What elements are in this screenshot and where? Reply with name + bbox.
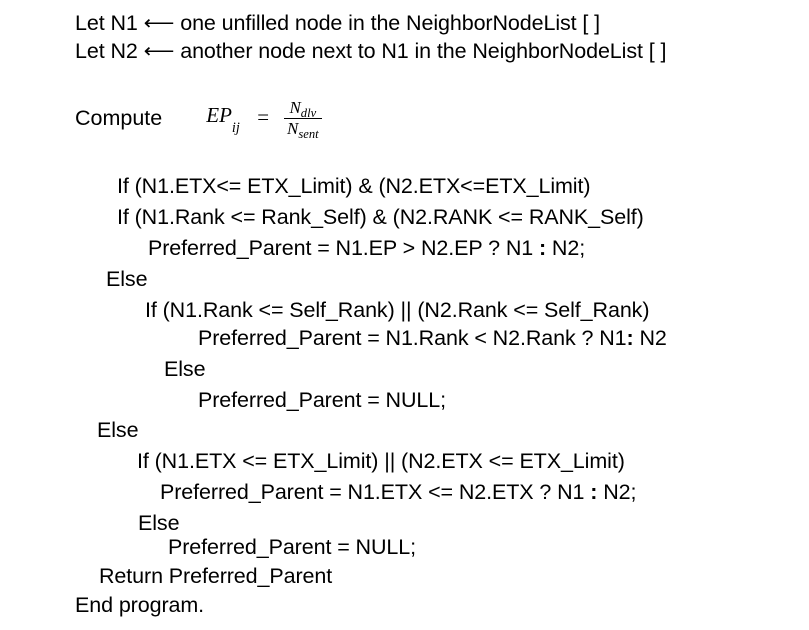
formula-lhs-base: EP: [206, 103, 232, 128]
preamble-line-2: Let N2 ⟵ another node next to N1 in the …: [75, 39, 667, 63]
assign-ep-ternary-colon: :: [539, 236, 547, 260]
assign-rank-ternary-colon: :: [626, 326, 634, 350]
code-line-assign-etx-ternary: Preferred_Parent = N1.ETX <= N2.ETX ? N1…: [160, 479, 636, 505]
fraction-bar: [284, 117, 322, 120]
numerator-base: N: [289, 98, 301, 117]
numerator-subscript: dlv: [300, 105, 317, 120]
compute-label: Compute: [75, 105, 163, 130]
code-line-assign-null-2: Preferred_Parent = NULL;: [168, 535, 416, 559]
code-line-else-2: Else: [164, 357, 206, 381]
assign-etx-ternary-head: Preferred_Parent = N1.ETX <= N2.ETX ? N1: [160, 480, 591, 504]
code-line-else-4: Else: [138, 511, 180, 535]
code-line-if-rank-or: If (N1.Rank <= Self_Rank) || (N2.Rank <=…: [145, 298, 650, 322]
assign-etx-ternary-colon: :: [590, 480, 598, 504]
code-line-else-3: Else: [97, 418, 139, 442]
fraction-numerator: Ndlv: [286, 98, 319, 120]
code-line-end-program: End program.: [75, 593, 205, 617]
assign-rank-ternary-tail: N2: [633, 326, 667, 350]
ep-formula: EPij = Ndlv Nsent: [206, 98, 322, 142]
formula-lhs-subscript: ij: [231, 119, 240, 136]
code-line-if-etx-or: If (N1.ETX <= ETX_Limit) || (N2.ETX <= E…: [137, 449, 625, 473]
formula-lhs: EPij: [206, 103, 240, 136]
assign-ep-ternary-head: Preferred_Parent = N1.EP > N2.EP ? N1: [148, 236, 539, 260]
code-line-if-rank-and: If (N1.Rank <= Rank_Self) & (N2.RANK <= …: [117, 205, 644, 229]
preamble-line-1: Let N1 ⟵ one unfilled node in the Neighb…: [75, 11, 601, 35]
code-line-assign-null-1: Preferred_Parent = NULL;: [198, 388, 446, 412]
formula-equals-sign: =: [255, 105, 271, 130]
formula-fraction: Ndlv Nsent: [284, 98, 322, 142]
code-line-return: Return Preferred_Parent: [99, 564, 333, 588]
code-line-assign-ep-ternary: Preferred_Parent = N1.EP > N2.EP ? N1 : …: [148, 235, 585, 261]
assign-ep-ternary-tail: N2;: [546, 236, 586, 260]
denominator-base: N: [287, 119, 299, 139]
assign-rank-ternary-head: Preferred_Parent = N1.Rank < N2.Rank ? N…: [198, 326, 627, 350]
code-line-assign-rank-ternary: Preferred_Parent = N1.Rank < N2.Rank ? N…: [198, 325, 667, 351]
fraction-denominator: Nsent: [284, 119, 322, 142]
compute-row: Compute EPij = Ndlv Nsent: [75, 98, 322, 142]
code-line-if-etx-and: If (N1.ETX<= ETX_Limit) & (N2.ETX<=ETX_L…: [117, 174, 591, 198]
assign-etx-ternary-tail: N2;: [597, 480, 637, 504]
code-line-else-1: Else: [106, 267, 148, 291]
denominator-subscript: sent: [298, 127, 319, 142]
